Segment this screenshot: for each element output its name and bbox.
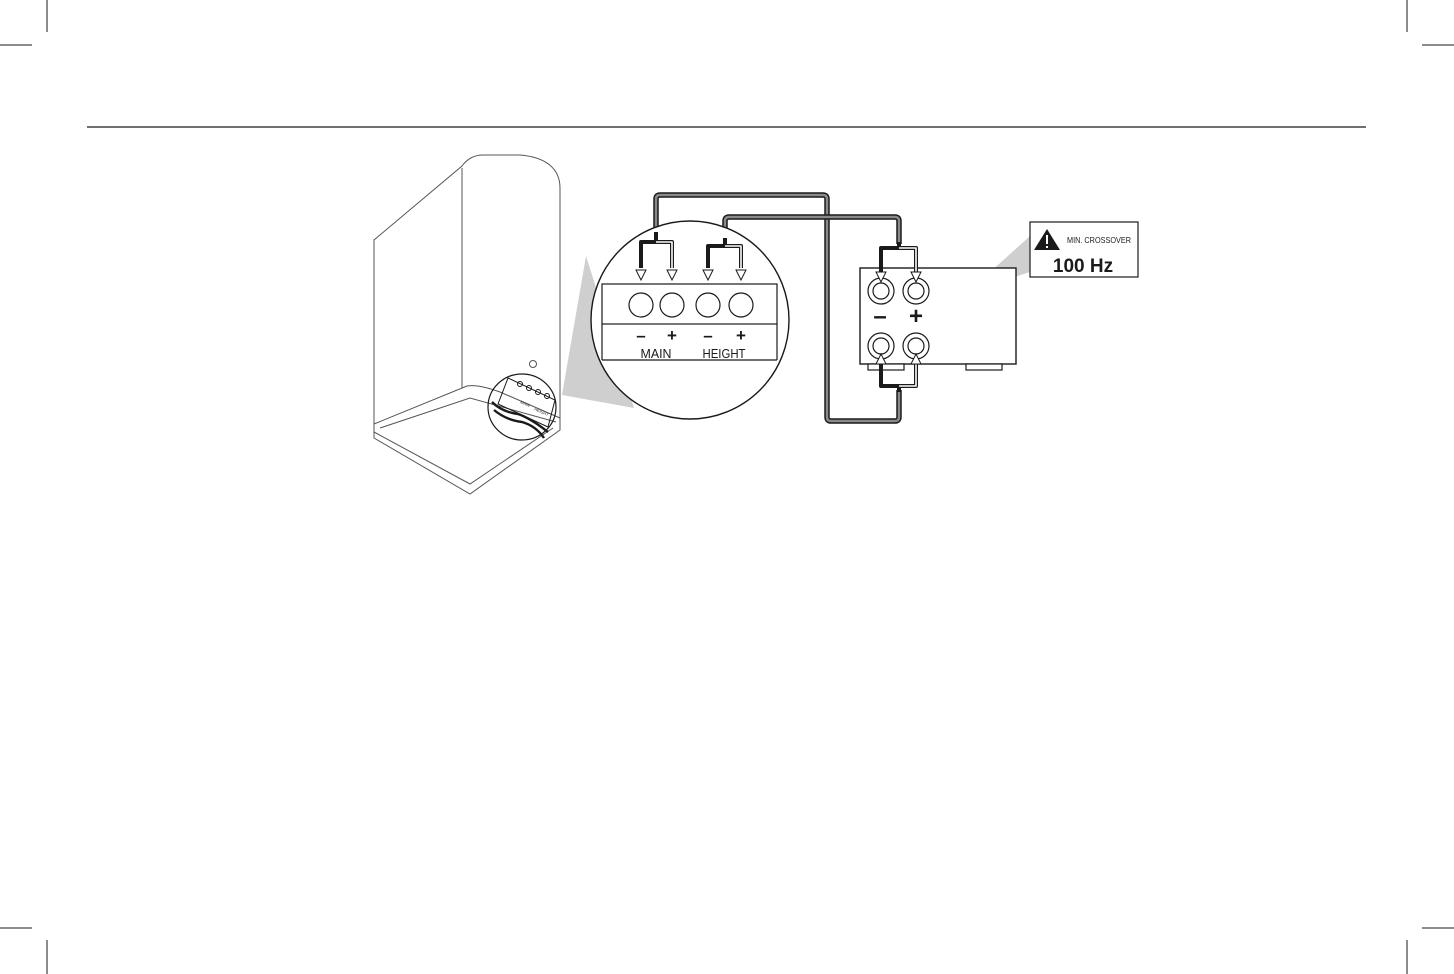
speaker-illustration	[374, 155, 560, 494]
terminal-main-plus	[660, 293, 684, 317]
main-label: MAIN	[641, 346, 672, 361]
height-plus-sign: +	[736, 326, 746, 345]
terminal-height-minus	[696, 293, 720, 317]
terminal-height-plus	[729, 293, 753, 317]
crossover-title: MIN. CROSSOVER	[1067, 235, 1131, 245]
main-plus-sign: +	[667, 326, 677, 345]
height-label: HEIGHT	[703, 346, 746, 361]
terminal-main-minus	[629, 293, 653, 317]
receiver-plus-sign: +	[909, 303, 923, 330]
terminal-magnifier	[591, 221, 789, 419]
main-minus-sign: –	[636, 326, 645, 345]
receiver-minus-sign: –	[873, 303, 886, 330]
crossover-value: 100 Hz	[1053, 256, 1113, 277]
height-minus-sign: –	[703, 326, 712, 345]
